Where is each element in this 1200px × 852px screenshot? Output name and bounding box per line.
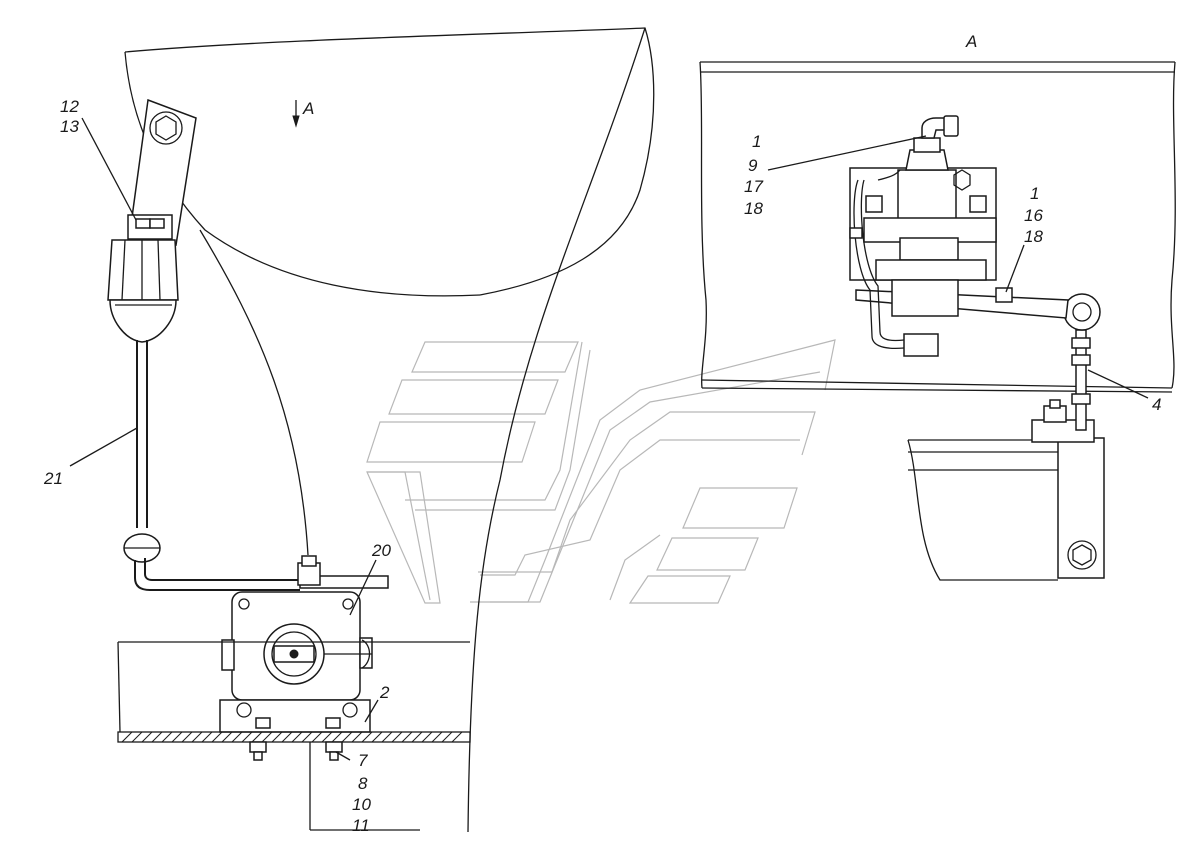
link-rod xyxy=(1063,293,1101,431)
callout-13: 13 xyxy=(60,117,79,136)
rod xyxy=(123,340,300,591)
callout-16: 16 xyxy=(1024,206,1043,225)
rubber-boot xyxy=(107,239,179,343)
view-label: A xyxy=(965,32,977,51)
regulator-valve xyxy=(849,115,997,357)
callout-11: 11 xyxy=(352,816,370,835)
callout-1-top: 1 xyxy=(752,132,761,151)
callout-18-right: 18 xyxy=(1024,227,1043,246)
right-bracket xyxy=(1031,399,1105,579)
lever-bracket xyxy=(127,98,197,246)
callout-9: 9 xyxy=(748,156,758,175)
view-arrow xyxy=(292,100,300,128)
mounting-bolts xyxy=(249,741,343,761)
callout-10: 10 xyxy=(352,795,371,814)
mounting-base xyxy=(219,699,371,733)
callout-21: 21 xyxy=(43,469,63,488)
cab-outline xyxy=(124,27,655,833)
callout-17: 17 xyxy=(744,177,763,196)
callout-2: 2 xyxy=(379,683,390,702)
callout-12: 12 xyxy=(60,97,79,116)
valve-housing xyxy=(221,591,373,701)
leader-lines xyxy=(69,117,1149,761)
callout-labels: A A 12 13 21 20 2 7 8 10 11 1 9 17 18 1 … xyxy=(43,32,1161,835)
valve-lever xyxy=(855,284,1069,319)
watermark-logo xyxy=(366,339,836,604)
top-lever xyxy=(297,555,389,589)
callout-20: 20 xyxy=(371,541,391,560)
frame-rail-left xyxy=(117,641,471,831)
view-arrow-label: A xyxy=(302,99,314,118)
callout-7: 7 xyxy=(358,751,368,770)
callout-18-top: 18 xyxy=(744,199,763,218)
callout-4: 4 xyxy=(1152,395,1161,414)
callout-1-right: 1 xyxy=(1030,184,1039,203)
frame-rail-right xyxy=(699,61,1176,393)
callout-8: 8 xyxy=(358,774,368,793)
